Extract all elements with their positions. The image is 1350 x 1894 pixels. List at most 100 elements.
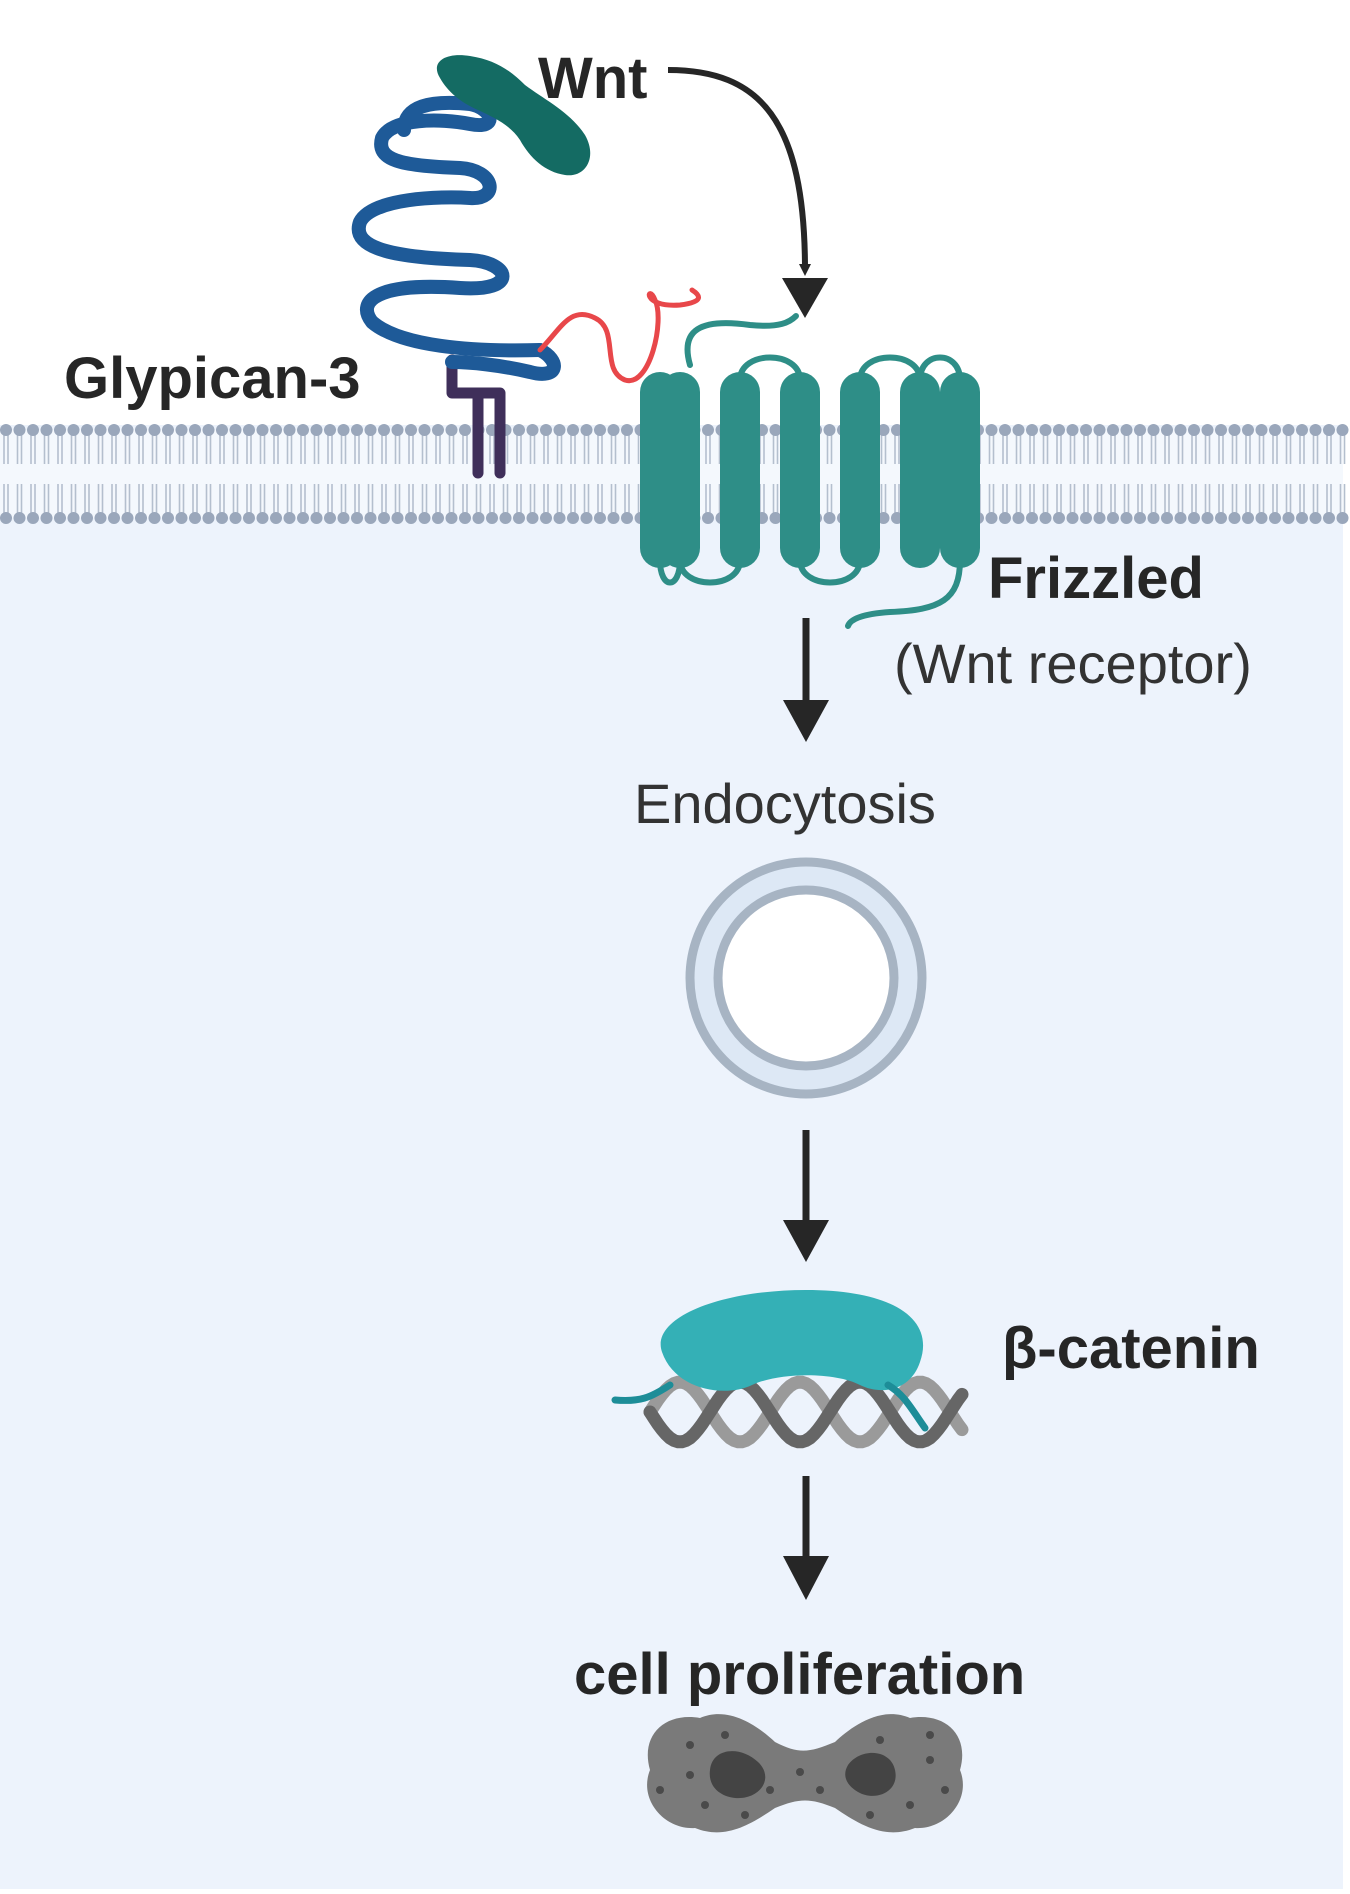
cell-granule — [741, 1811, 749, 1819]
frizzled-loop — [737, 354, 803, 381]
lipid-head — [283, 424, 296, 436]
lipid-head — [1269, 424, 1281, 436]
dividing-cell-icon — [647, 1714, 963, 1833]
lipid-head — [418, 512, 431, 524]
lipid-head — [1215, 424, 1227, 436]
lipid-head — [135, 512, 147, 524]
lipid-head — [1066, 512, 1079, 524]
catenin-to-proliferation-arrow — [783, 1476, 829, 1600]
heparan-sulfate-chain — [537, 287, 701, 383]
lipid-head — [148, 512, 161, 524]
frizzled-loop — [797, 559, 863, 586]
lipid-head — [202, 424, 215, 436]
lipid-head — [1336, 424, 1349, 436]
frizzled-note-label: (Wnt receptor) — [894, 632, 1252, 695]
lipid-head — [1161, 512, 1173, 524]
frizzled-label: Frizzled — [988, 546, 1204, 611]
lipid-head — [445, 424, 458, 436]
lipid-head — [1215, 512, 1227, 524]
lipid-head — [0, 512, 12, 524]
lipid-head — [1026, 424, 1038, 436]
lipid-head — [621, 512, 633, 524]
lipid-head — [175, 424, 188, 436]
lipid-head — [1282, 424, 1295, 436]
lipid-head — [1255, 424, 1268, 436]
lipid-head — [337, 424, 350, 436]
lipid-head — [1188, 512, 1200, 524]
endocytosis-label: Endocytosis — [634, 772, 936, 835]
frizzled-loop — [857, 354, 923, 381]
cell-granule — [866, 1811, 874, 1819]
cell-granule — [926, 1731, 934, 1739]
lipid-head — [67, 424, 80, 436]
lipid-head — [1039, 424, 1052, 436]
dna-helix-icon — [643, 1375, 969, 1449]
lipid-head — [1228, 424, 1241, 436]
lipid-head — [526, 512, 539, 524]
lipid-head — [216, 512, 228, 524]
lipid-head — [432, 424, 444, 436]
lipid-head — [513, 424, 525, 436]
lipid-head — [1242, 512, 1254, 524]
cell-granule — [796, 1768, 804, 1776]
lipid-head — [1053, 424, 1065, 436]
lipid-head — [985, 424, 998, 436]
lipid-head — [243, 512, 255, 524]
lipid-head — [1012, 424, 1025, 436]
lipid-head — [486, 512, 498, 524]
cell-granule — [906, 1801, 914, 1809]
lipid-head — [148, 424, 161, 436]
lipid-head — [256, 512, 269, 524]
lipid-head — [351, 512, 363, 524]
lipid-head — [459, 424, 471, 436]
glypican-label: Glypican-3 — [64, 346, 361, 411]
lipid-head — [310, 512, 323, 524]
lipid-head — [1093, 424, 1106, 436]
frizzled-helix — [640, 372, 680, 568]
lipid-head — [202, 512, 215, 524]
lipid-head — [135, 424, 147, 436]
endocytosis-to-catenin-arrow — [783, 1130, 829, 1262]
lipid-head — [364, 512, 377, 524]
beta-catenin-icon — [611, 1290, 929, 1432]
lipid-head — [540, 512, 552, 524]
cell-granule — [876, 1736, 884, 1744]
dna-strand-front — [643, 1375, 969, 1449]
frizzled-loop — [917, 354, 963, 381]
lipid-head — [297, 512, 309, 524]
frizzled-receptor-icon — [640, 313, 980, 629]
lipid-head — [40, 512, 53, 524]
lipid-head — [175, 512, 188, 524]
lipid-head — [270, 512, 282, 524]
lipid-head — [580, 512, 593, 524]
cell-granule — [766, 1786, 774, 1794]
lipid-head — [1093, 512, 1106, 524]
lipid-head — [1161, 424, 1173, 436]
lipid-head — [1255, 512, 1268, 524]
lipid-head — [405, 512, 417, 524]
lipid-head — [13, 512, 26, 524]
cell-granules — [656, 1731, 949, 1819]
lipid-head — [1080, 424, 1092, 436]
frizzled-loop — [657, 559, 683, 586]
lipid-head — [432, 512, 444, 524]
lipid-head — [472, 512, 485, 524]
lipid-head — [391, 424, 404, 436]
lipid-head — [189, 424, 201, 436]
cell-granule — [686, 1771, 694, 1779]
lipid-head — [1188, 424, 1200, 436]
frizzled-helix — [840, 372, 880, 568]
lipid-head — [1066, 424, 1079, 436]
lipid-head — [67, 512, 80, 524]
lipid-head — [1309, 424, 1322, 436]
lipid-head — [1120, 424, 1133, 436]
wnt-to-frizzled-arrow — [667, 67, 811, 276]
cell-granule — [816, 1786, 824, 1794]
lipid-head — [1201, 424, 1214, 436]
lipid-head — [1147, 512, 1160, 524]
lipid-head — [1242, 424, 1254, 436]
lipid-head — [1282, 512, 1295, 524]
lipid-head — [499, 512, 512, 524]
lipid-head — [108, 512, 120, 524]
